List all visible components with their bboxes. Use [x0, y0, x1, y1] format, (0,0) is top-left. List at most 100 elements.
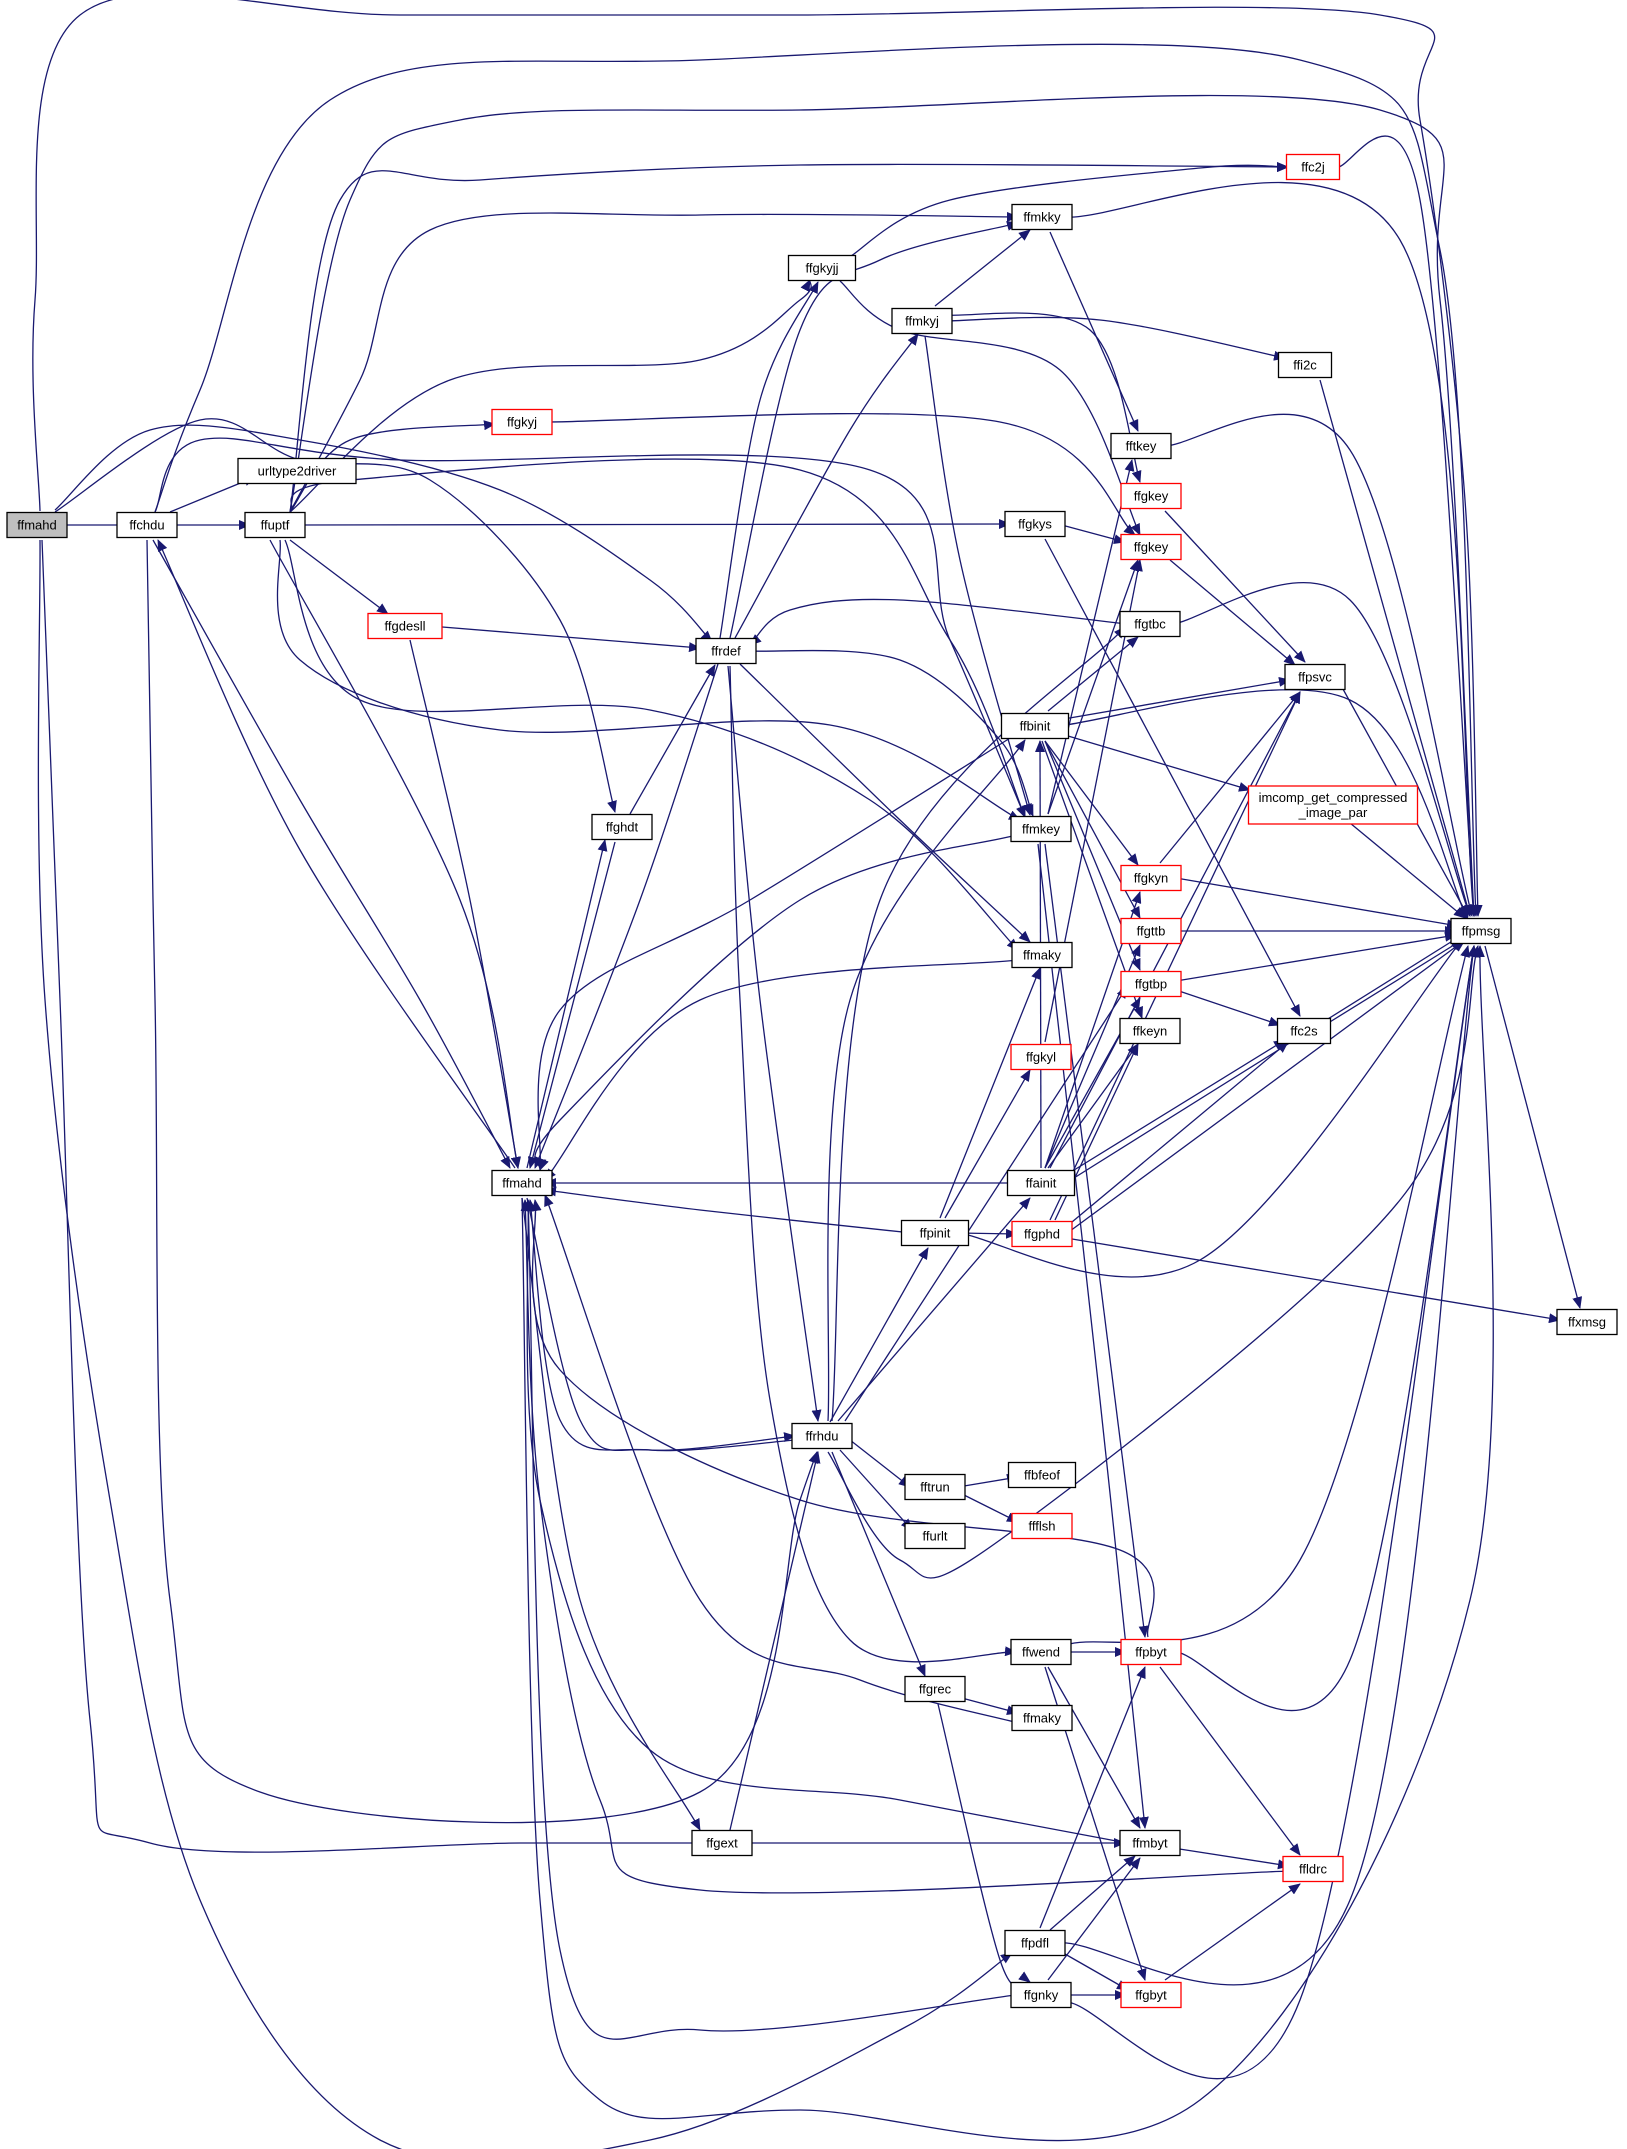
- node-ffpsvc[interactable]: ffpsvc: [1284, 663, 1346, 691]
- node-ffainit[interactable]: ffainit: [1006, 1169, 1076, 1197]
- node-box[interactable]: [1004, 510, 1066, 538]
- node-box[interactable]: [1556, 1308, 1618, 1336]
- node-ffmahd[interactable]: ffmahd: [491, 1169, 553, 1197]
- node-box[interactable]: [367, 612, 443, 640]
- node-ffgtbp[interactable]: ffgtbp: [1120, 970, 1182, 998]
- node-box[interactable]: [6, 511, 68, 539]
- node-box[interactable]: [904, 1473, 966, 1501]
- node-ffi2c[interactable]: ffi2c: [1277, 351, 1333, 379]
- node-box[interactable]: [1000, 712, 1070, 740]
- node-box[interactable]: [1277, 351, 1333, 379]
- node-ffwend[interactable]: ffwend: [1010, 1638, 1072, 1666]
- node-ffgtbc[interactable]: ffgtbc: [1119, 610, 1181, 638]
- node-box[interactable]: [491, 408, 553, 436]
- node-ffgkys[interactable]: ffgkys: [1004, 510, 1066, 538]
- node-ffgttb[interactable]: ffgttb: [1120, 917, 1182, 945]
- node-ffghdt[interactable]: ffghdt: [591, 813, 653, 841]
- node-ffpdfl[interactable]: ffpdfl: [1004, 1929, 1066, 1957]
- node-fftrun[interactable]: fftrun: [904, 1473, 966, 1501]
- node-ffurlt[interactable]: ffurlt: [904, 1522, 966, 1550]
- node-box[interactable]: [1247, 785, 1419, 825]
- node-box[interactable]: [1006, 1169, 1076, 1197]
- node-box[interactable]: [1284, 663, 1346, 691]
- node-box[interactable]: [491, 1169, 553, 1197]
- node-ffuptf[interactable]: ffuptf: [244, 511, 306, 539]
- node-box[interactable]: [1011, 1220, 1073, 1248]
- node-box[interactable]: [1110, 432, 1172, 460]
- node-ffbinit[interactable]: ffbinit: [1000, 712, 1070, 740]
- node-box[interactable]: [116, 511, 178, 539]
- node-ffpmsg[interactable]: ffpmsg: [1450, 917, 1512, 945]
- node-ffgphd[interactable]: ffgphd: [1011, 1220, 1073, 1248]
- node-ffgext[interactable]: ffgext: [691, 1829, 753, 1857]
- node-ffmahd_root[interactable]: ffmahd: [6, 511, 68, 539]
- node-ffxmsg[interactable]: ffxmsg: [1556, 1308, 1618, 1336]
- node-box[interactable]: [1276, 1017, 1332, 1045]
- node-ffbfeof[interactable]: ffbfeof: [1007, 1461, 1077, 1489]
- node-ffpbyt[interactable]: ffpbyt: [1120, 1638, 1182, 1666]
- node-ffmaky1[interactable]: ffmaky: [1011, 941, 1073, 969]
- node-box[interactable]: [244, 511, 306, 539]
- node-ffldrc[interactable]: ffldrc: [1282, 1855, 1344, 1883]
- node-ffmkey[interactable]: ffmkey: [1010, 815, 1072, 843]
- node-ffgkyn[interactable]: ffgkyn: [1120, 864, 1182, 892]
- node-box[interactable]: [1450, 917, 1512, 945]
- node-urltype2driver[interactable]: urltype2driver: [237, 457, 357, 485]
- node-ffgrec[interactable]: ffgrec: [904, 1675, 966, 1703]
- node-box[interactable]: [1011, 1512, 1073, 1540]
- node-ffrdef[interactable]: ffrdef: [695, 637, 757, 665]
- node-ffgnky[interactable]: ffgnky: [1010, 1981, 1072, 2009]
- node-box[interactable]: [1010, 1043, 1072, 1071]
- node-ffpinit[interactable]: ffpinit: [900, 1219, 970, 1247]
- node-box[interactable]: [1119, 1017, 1181, 1045]
- node-box[interactable]: [791, 1422, 853, 1450]
- node-box[interactable]: [1285, 153, 1341, 181]
- node-ffgkey_b[interactable]: ffgkey: [1120, 533, 1182, 561]
- node-ffmkyj[interactable]: ffmkyj: [891, 307, 953, 335]
- node-ffflsh[interactable]: ffflsh: [1011, 1512, 1073, 1540]
- node-ffgdesll[interactable]: ffgdesll: [367, 612, 443, 640]
- node-box[interactable]: [591, 813, 653, 841]
- node-box[interactable]: [1011, 941, 1073, 969]
- node-box[interactable]: [691, 1829, 753, 1857]
- node-box[interactable]: [1004, 1929, 1066, 1957]
- node-ffc2j[interactable]: ffc2j: [1285, 153, 1341, 181]
- node-ffgkey_a[interactable]: ffgkey: [1120, 482, 1182, 510]
- node-box[interactable]: [1011, 203, 1073, 231]
- node-box[interactable]: [1010, 1638, 1072, 1666]
- node-ffgkyj[interactable]: ffgkyj: [491, 408, 553, 436]
- node-ffgkyjj[interactable]: ffgkyjj: [787, 254, 857, 282]
- node-ffgkyl[interactable]: ffgkyl: [1010, 1043, 1072, 1071]
- node-box[interactable]: [1011, 1704, 1073, 1732]
- node-box[interactable]: [1120, 970, 1182, 998]
- node-box[interactable]: [1007, 1461, 1077, 1489]
- node-box[interactable]: [904, 1522, 966, 1550]
- node-ffgbyt[interactable]: ffgbyt: [1120, 1981, 1182, 2009]
- node-ffkeyn[interactable]: ffkeyn: [1119, 1017, 1181, 1045]
- node-ffc2s[interactable]: ffc2s: [1276, 1017, 1332, 1045]
- node-box[interactable]: [1119, 1829, 1181, 1857]
- node-imcomp[interactable]: imcomp_get_compressed_image_par: [1247, 785, 1419, 825]
- node-box[interactable]: [1282, 1855, 1344, 1883]
- node-ffchdu[interactable]: ffchdu: [116, 511, 178, 539]
- node-box[interactable]: [1120, 482, 1182, 510]
- node-fftkey[interactable]: fftkey: [1110, 432, 1172, 460]
- node-box[interactable]: [904, 1675, 966, 1703]
- node-ffmkky[interactable]: ffmkky: [1011, 203, 1073, 231]
- node-box[interactable]: [1010, 1981, 1072, 2009]
- node-ffmaky2[interactable]: ffmaky: [1011, 1704, 1073, 1732]
- node-box[interactable]: [787, 254, 857, 282]
- node-box[interactable]: [1120, 533, 1182, 561]
- node-box[interactable]: [1120, 1981, 1182, 2009]
- node-box[interactable]: [1010, 815, 1072, 843]
- node-box[interactable]: [891, 307, 953, 335]
- node-box[interactable]: [1120, 864, 1182, 892]
- node-box[interactable]: [237, 457, 357, 485]
- node-box[interactable]: [695, 637, 757, 665]
- node-box[interactable]: [900, 1219, 970, 1247]
- node-ffrhdu[interactable]: ffrhdu: [791, 1422, 853, 1450]
- node-box[interactable]: [1120, 917, 1182, 945]
- node-box[interactable]: [1119, 610, 1181, 638]
- node-box[interactable]: [1120, 1638, 1182, 1666]
- node-ffmbyt[interactable]: ffmbyt: [1119, 1829, 1181, 1857]
